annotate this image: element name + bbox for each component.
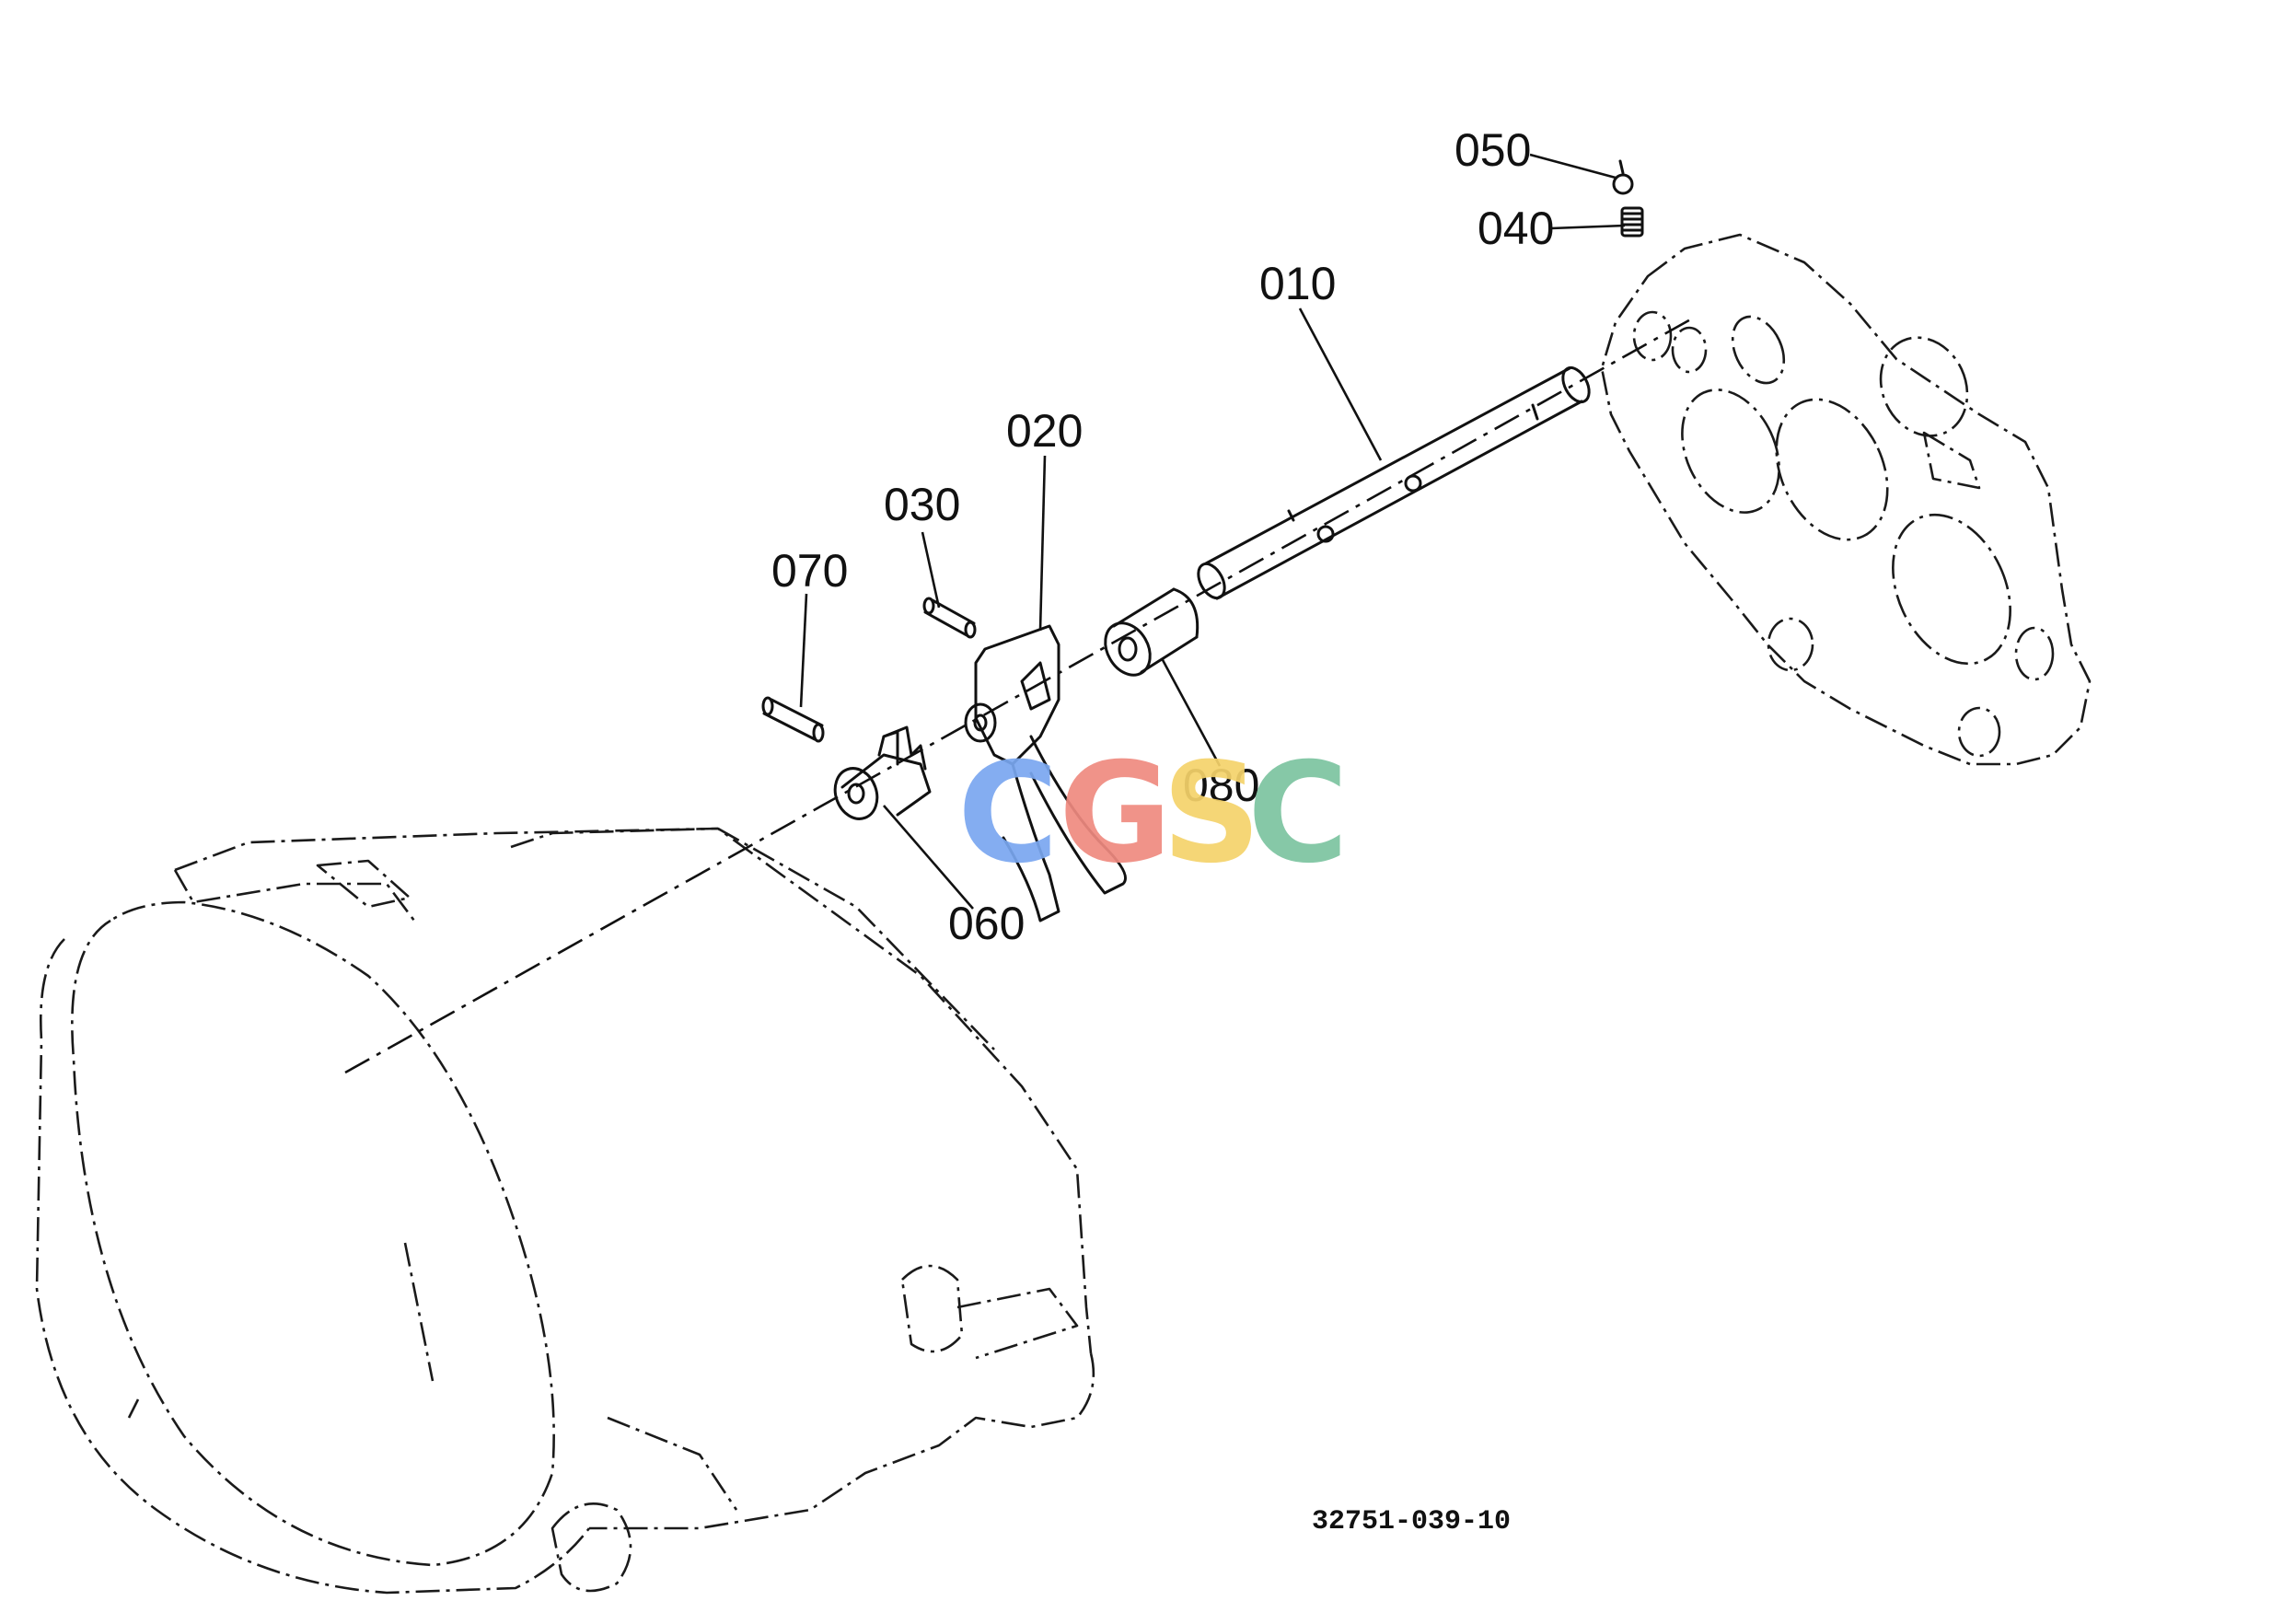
drawing-number: 32751-039-10 bbox=[1312, 1506, 1511, 1537]
assembly-centerline bbox=[344, 316, 1695, 1074]
callout-030: 030 bbox=[884, 479, 960, 530]
watermark-letter-s: S bbox=[1162, 734, 1261, 894]
collar-part bbox=[1104, 587, 1199, 677]
callout-010: 010 bbox=[1259, 258, 1336, 309]
watermark-logo: C G S C bbox=[957, 734, 1349, 894]
callout-070: 070 bbox=[771, 545, 848, 597]
shift-rod-part bbox=[1197, 365, 1591, 600]
pin-030-part bbox=[922, 597, 977, 639]
detent-ball-part bbox=[1612, 159, 1634, 195]
watermark-letter-c1: C bbox=[957, 734, 1059, 894]
callout-040: 040 bbox=[1478, 203, 1554, 254]
callout-020: 020 bbox=[1006, 405, 1083, 457]
transmission-case-outline bbox=[35, 827, 1095, 1595]
callout-labels: 050 040 010 020 030 070 080 060 bbox=[771, 124, 1554, 949]
detent-spring-part bbox=[1620, 206, 1644, 238]
pin-070-part bbox=[761, 696, 825, 743]
callout-060: 060 bbox=[948, 898, 1025, 949]
callout-050: 050 bbox=[1454, 124, 1531, 176]
shift-fork-part bbox=[964, 624, 1127, 922]
watermark-letter-g: G bbox=[1059, 734, 1172, 894]
callout-080: 080 bbox=[1183, 760, 1259, 811]
watermark-letter-c2: C bbox=[1247, 734, 1349, 894]
detent-block-part bbox=[833, 725, 932, 820]
cover-plate-outline bbox=[1600, 233, 2092, 766]
leader-lines bbox=[799, 153, 1626, 910]
